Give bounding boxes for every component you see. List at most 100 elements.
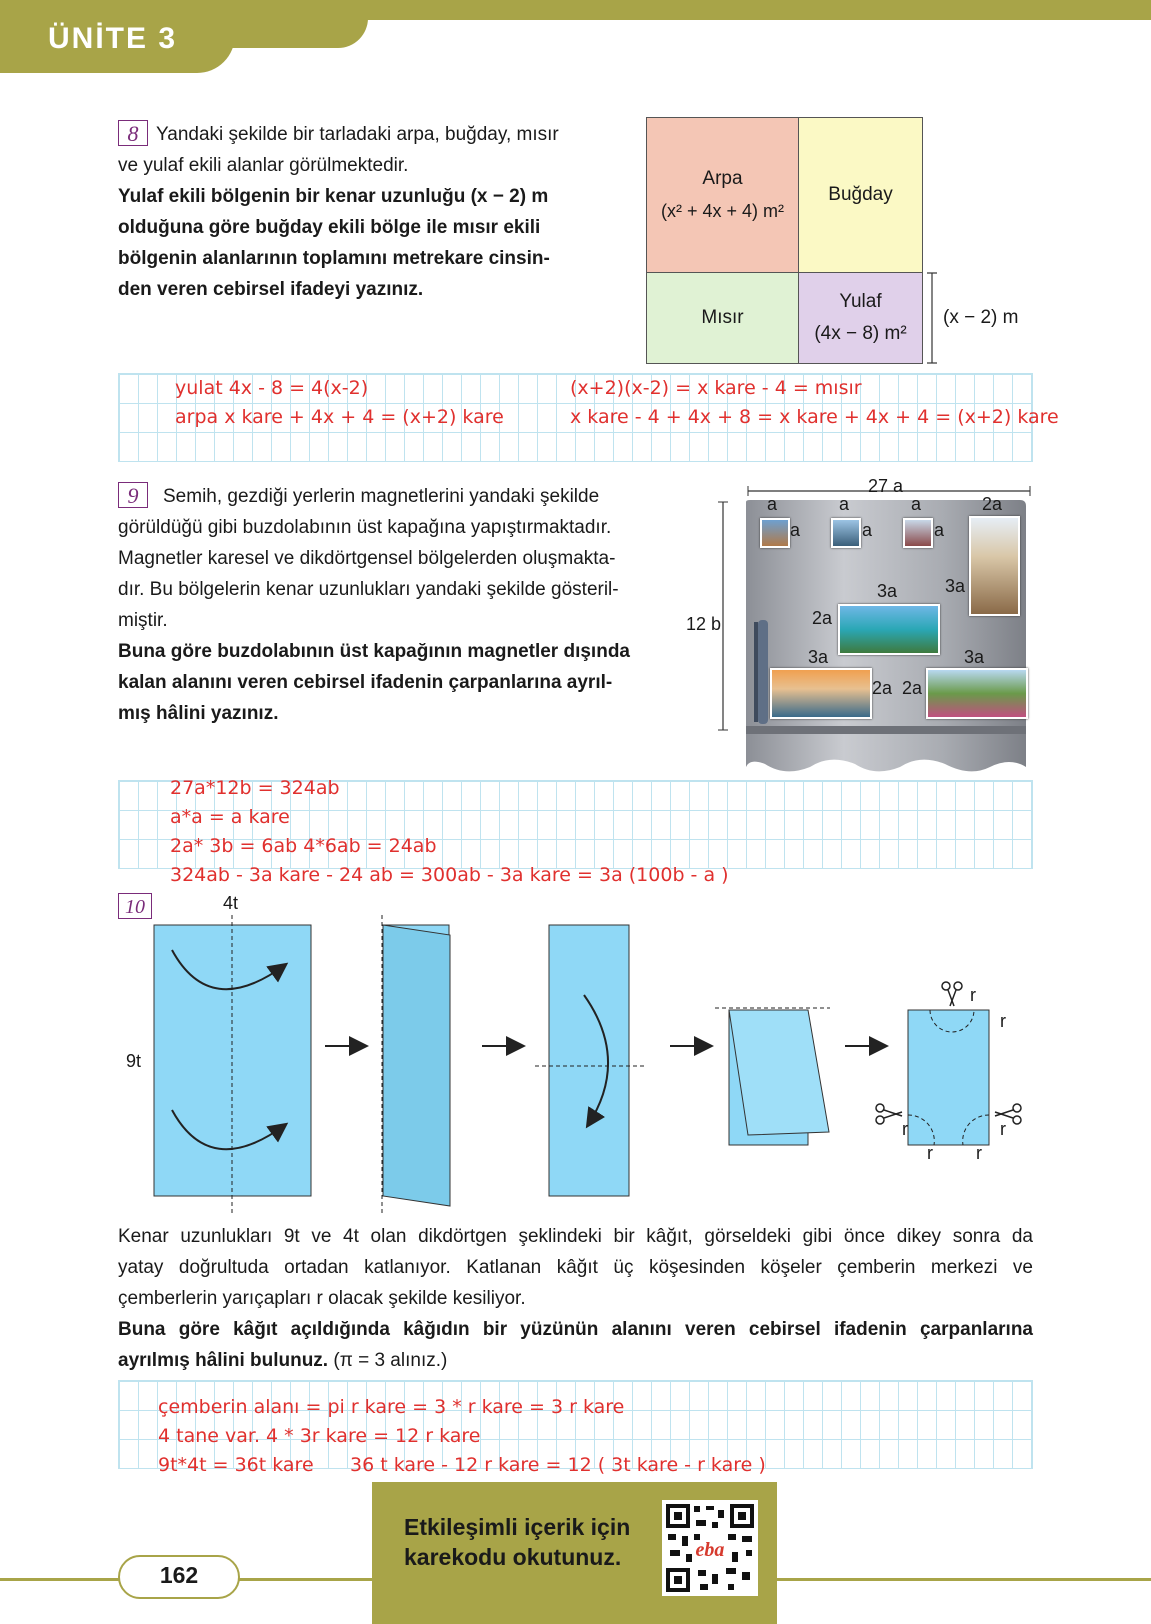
- magnet-bottom-right-width-label: 3a: [964, 647, 985, 667]
- page-number-badge: [118, 1555, 240, 1599]
- magnet-tall-height-label: 3a: [945, 576, 966, 596]
- radius-label-1: r: [970, 985, 976, 1005]
- question-9-number: 9: [118, 482, 148, 508]
- radius-label-6: r: [976, 1143, 982, 1163]
- magnet-2-top-label: a: [839, 494, 850, 514]
- q8-bold-1: Yulaf ekili bölgenin bir kenar uzunluğu …: [118, 186, 549, 207]
- magnet-tall-width-label: 2a: [982, 494, 1003, 514]
- magnet-2-side-label: a: [862, 520, 873, 540]
- scissors-icon-top: [941, 981, 963, 1007]
- fridge-height-label: 12 b: [686, 614, 722, 635]
- q10-line-1: Kenar uzunlukları 9t ve 4t olan dikdörtg…: [118, 1226, 1033, 1247]
- scissors-icon-left: [875, 1103, 903, 1125]
- q8-bold-4: den veren cebirsel ifadeyi yazınız.: [118, 279, 424, 300]
- bugday-region: Buğday: [798, 117, 923, 273]
- magnet-tall: [969, 516, 1020, 616]
- q8-answer-3: (x+2)(x-2) = x kare - 4 = mısır: [570, 377, 862, 399]
- q9-answer-1: 27a*12b = 324ab: [170, 777, 340, 799]
- q9-bold-3: mış hâlini yazınız.: [118, 703, 279, 724]
- q9-answer-3: 2a* 3b = 6ab 4*6ab = 24ab: [170, 835, 437, 857]
- page-number: 162: [159, 1562, 199, 1588]
- arpa-region: Arpa (x² + 4x + 4) m²: [646, 117, 799, 273]
- magnet-1-side-label: a: [790, 520, 801, 540]
- magnet-middle-width-label: 3a: [877, 581, 898, 601]
- arpa-label: Arpa: [702, 168, 743, 189]
- q8-bold-3: bölgenin alanlarının toplamını metrekare…: [118, 248, 550, 269]
- question-10-text: Kenar uzunlukları 9t ve 4t olan dikdörtg…: [118, 1221, 1033, 1376]
- magnet-3-top-label: a: [911, 494, 922, 514]
- q9-answer-grid: [118, 780, 1033, 869]
- magnet-middle-height-label: 2a: [812, 608, 833, 628]
- magnet-square-3: [903, 518, 933, 548]
- scissors-icon-right: [994, 1103, 1022, 1125]
- magnet-bottom-right: [926, 668, 1028, 719]
- field-diagram: Arpa (x² + 4x + 4) m² Buğday Mısır Yulaf…: [646, 117, 923, 364]
- yulaf-label: Yulaf: [839, 291, 882, 312]
- q8-answer-4: x kare - 4 + 4x + 8 = x kare + 4x + 4 = …: [570, 406, 1059, 428]
- paper-width-label: 4t: [223, 893, 239, 913]
- q8-bold-2: olduğuna göre buğday ekili bölge ile mıs…: [118, 217, 541, 238]
- q10-bold-2: ayrılmış hâlini bulunuz.: [118, 1350, 329, 1371]
- paper-folding-diagram: [153, 915, 1022, 1215]
- q10-bold-1: Buna göre kâğıt açıldığında kâğıdın bir …: [118, 1319, 1033, 1340]
- question-10-number: 10: [118, 893, 152, 919]
- magnet-3-side-label: a: [934, 520, 945, 540]
- q9-line-3: Magnetler karesel ve dikdörtgensel bölge…: [118, 548, 616, 569]
- arpa-area: (x² + 4x + 4) m²: [660, 201, 785, 221]
- qr-instruction: Etkileşimli içerik için karekodu okutunu…: [404, 1512, 654, 1572]
- side-length-label: (x − 2) m: [943, 307, 1019, 328]
- magnet-bottom-right-height-label: 2a: [902, 678, 923, 698]
- q10-answer-grid: [118, 1380, 1033, 1469]
- q10-answer-1: çemberin alanı = pi r kare = 3 * r kare …: [158, 1396, 625, 1418]
- fridge-width-label: 27 a: [868, 476, 904, 496]
- q8-line-1: Yandaki şekilde bir tarladaki arpa, buğd…: [156, 124, 559, 145]
- q9-bold-1: Buna göre buzdolabının üst kapağının mag…: [118, 641, 630, 662]
- magnet-square-2: [831, 518, 861, 548]
- q8-answer-1: yulat 4x - 8 = 4(x-2): [175, 377, 369, 399]
- q10-pi-note: (π = 3 alınız.): [333, 1350, 448, 1371]
- q9-line-4: dır. Bu bölgelerin kenar uzunlukları yan…: [118, 579, 619, 600]
- q8-answer-2: arpa x kare + 4x + 4 = (x+2) kare: [175, 406, 504, 428]
- qr-line-2: karekodu okutunuz.: [404, 1544, 622, 1570]
- magnet-bottom-left-height-label: 2a: [872, 678, 893, 698]
- unit-tab: [0, 0, 235, 73]
- question-8-text: Yandaki şekilde bir tarladaki arpa, buğd…: [118, 119, 598, 305]
- radius-label-4: r: [1000, 1119, 1006, 1139]
- radius-label-2: r: [1000, 1011, 1006, 1031]
- question-9-text: Semih, gezdiği yerlerin magnetlerini yan…: [118, 481, 673, 729]
- magnet-middle: [838, 604, 940, 655]
- radius-label-3: r: [902, 1119, 908, 1139]
- qr-line-1: Etkileşimli içerik için: [404, 1514, 631, 1540]
- side-dimension-bracket: [927, 272, 937, 364]
- q10-line-3: çemberlerin yarıçapları r olacak şekilde…: [118, 1288, 526, 1309]
- q10-bold-2-wrap: ayrılmış hâlini bulunuz. (π = 3 alınız.): [118, 1345, 1033, 1376]
- q10-line-2: yatay doğrultuda ortadan katlanıyor. Kat…: [118, 1257, 1033, 1278]
- q10-answer-2: 4 tane var. 4 * 3r kare = 12 r kare: [158, 1425, 481, 1447]
- qr-code-icon[interactable]: eba: [662, 1500, 758, 1596]
- q10-answer-4: 36 t kare - 12 r kare = 12 ( 3t kare - r…: [350, 1454, 766, 1476]
- eba-logo: eba: [696, 1539, 725, 1561]
- q9-line-1: Semih, gezdiği yerlerin magnetlerini yan…: [163, 486, 600, 507]
- paper-height-label: 9t: [126, 1051, 142, 1071]
- q8-answer-grid: [118, 373, 1033, 462]
- magnet-square-1: [760, 518, 790, 548]
- magnet-1-top-label: a: [767, 494, 778, 514]
- q10-answer-3: 9t*4t = 36t kare: [158, 1454, 314, 1476]
- magnet-bottom-left-width-label: 3a: [808, 647, 829, 667]
- q9-answer-2: a*a = a kare: [170, 806, 290, 828]
- q9-line-2: görüldüğü gibi buzdolabının üst kapağına…: [118, 517, 612, 538]
- bugday-label: Buğday: [828, 184, 893, 205]
- magnet-bottom-left: [770, 668, 872, 719]
- yulaf-area: (4x − 8) m²: [814, 323, 907, 344]
- unit-title: ÜNİTE 3: [48, 22, 178, 55]
- misir-region: Mısır: [646, 272, 799, 364]
- q9-answer-4: 324ab - 3a kare - 24 ab = 300ab - 3a kar…: [170, 864, 729, 886]
- yulaf-region: Yulaf (4x − 8) m²: [798, 272, 923, 364]
- q8-line-2: ve yulaf ekili alanlar görülmektedir.: [118, 155, 409, 176]
- fridge-illustration: 27 a 12 b a a a a a a 2a 3a 3a 2a 3a 2a …: [686, 472, 1040, 777]
- radius-label-5: r: [927, 1143, 933, 1163]
- misir-label: Mısır: [701, 307, 744, 328]
- q9-bold-2: kalan alanını veren cebirsel ifadenin ça…: [118, 672, 613, 693]
- q9-line-5: miştir.: [118, 610, 168, 631]
- question-8-number: 8: [118, 120, 148, 146]
